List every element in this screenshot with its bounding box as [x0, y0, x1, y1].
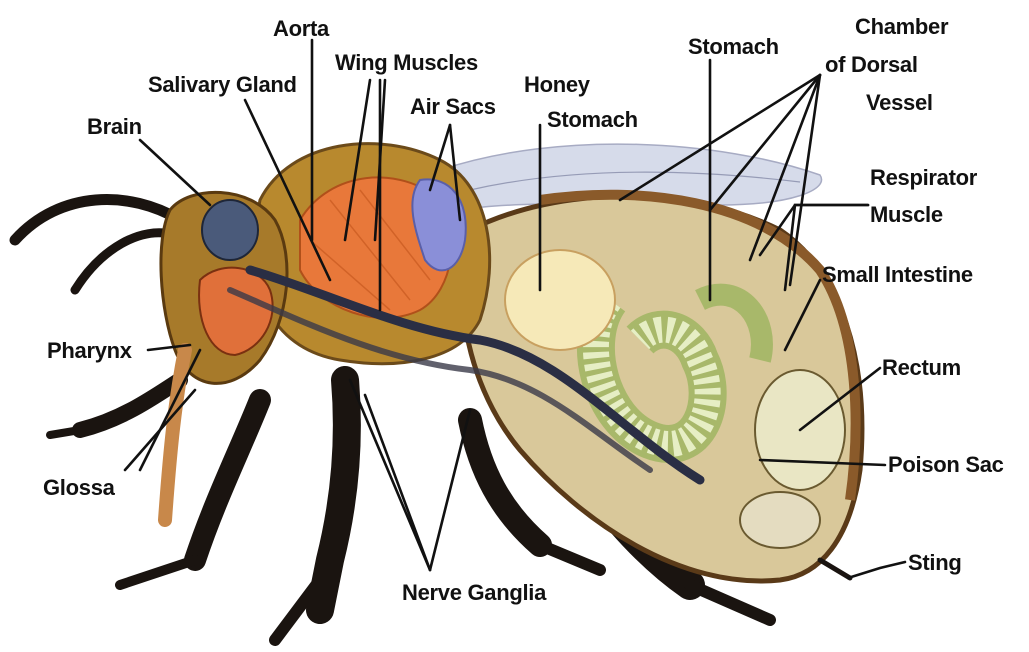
label-chamber-line3: Vessel	[866, 90, 933, 115]
honey-stomach-region	[505, 250, 615, 350]
label-nerve-ganglia: Nerve Ganglia	[402, 580, 547, 605]
label-honey-stomach-line1: Honey	[524, 72, 591, 97]
leader-nerve-ganglia-3	[430, 410, 470, 570]
label-aorta: Aorta	[273, 16, 330, 41]
mouthparts	[165, 350, 185, 520]
label-poison-sac: Poison Sac	[888, 452, 1004, 477]
leader-sting	[848, 562, 905, 578]
label-chamber-line2: of Dorsal	[825, 52, 918, 77]
sting-structure	[820, 560, 850, 578]
label-honey-stomach-line2: Stomach	[547, 107, 638, 132]
label-glossa: Glossa	[43, 475, 116, 500]
label-air-sacs: Air Sacs	[410, 94, 496, 119]
label-pharynx: Pharynx	[47, 338, 133, 363]
label-small-intestine: Small Intestine	[822, 262, 973, 287]
leader-nerve-ganglia-1	[350, 380, 430, 570]
antennae	[15, 200, 180, 290]
compound-eye	[202, 200, 258, 260]
label-rectum: Rectum	[882, 355, 961, 380]
label-chamber-line1: Chamber	[855, 14, 949, 39]
poison-sac-region	[740, 492, 820, 548]
leader-nerve-ganglia-2	[365, 395, 430, 570]
bee-illustration	[15, 144, 862, 640]
label-sting: Sting	[908, 550, 962, 575]
label-stomach: Stomach	[688, 34, 779, 59]
label-respirator-line2: Muscle	[870, 202, 943, 227]
label-brain: Brain	[87, 114, 142, 139]
label-respirator-line1: Respirator	[870, 165, 978, 190]
leader-brain	[140, 140, 210, 205]
label-wing-muscles: Wing Muscles	[335, 50, 478, 75]
label-salivary-gland: Salivary Gland	[148, 72, 297, 97]
